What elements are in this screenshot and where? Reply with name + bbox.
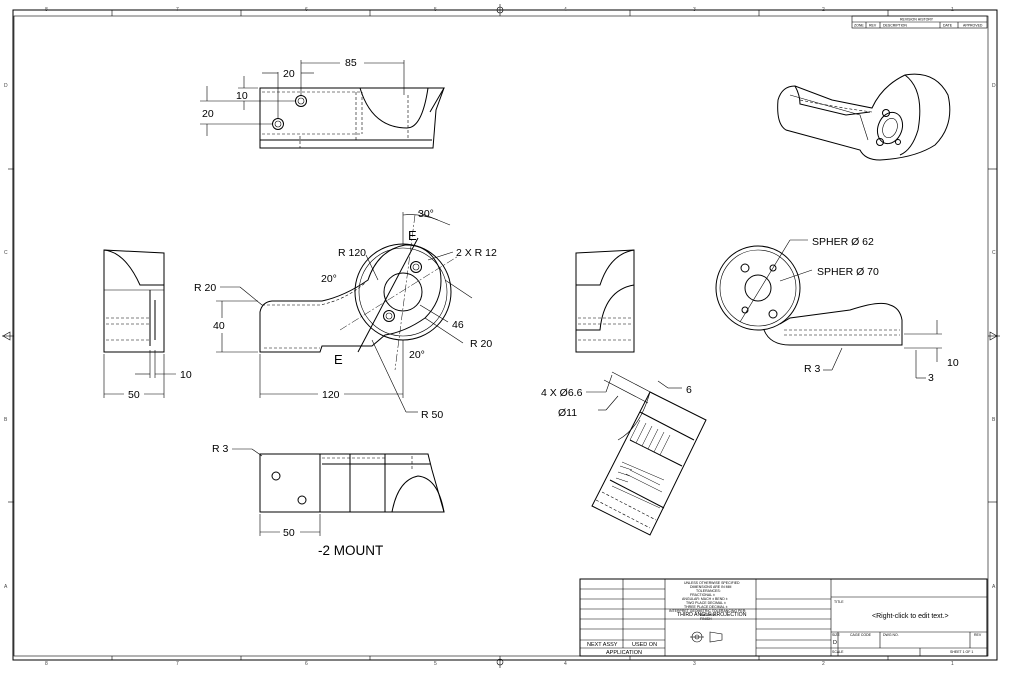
revision-block: REVISION HISTORY ZONE REV DESCRIPTION DA… — [851, 15, 988, 29]
zone-top-3: 3 — [693, 7, 696, 13]
tol-line-9: MATERIAL — [700, 613, 717, 617]
tol-line-4: FRACTIONAL ± — [690, 593, 715, 597]
zone-left-a: A — [4, 584, 8, 590]
revision-col-rev: REV — [869, 24, 877, 28]
bottom-view: R 3 50 — [212, 443, 445, 539]
zone-bottom-1: 1 — [951, 661, 954, 667]
title-edit-text[interactable]: <Right-click to edit text.> — [872, 613, 949, 620]
title-block: UNLESS OTHERWISE SPECIFIED DIMENSIONS AR… — [579, 578, 988, 657]
dim-r20-left: R 20 — [194, 282, 216, 294]
dim-10-left: 10 — [180, 369, 192, 381]
next-assy-label: NEXT ASSY — [587, 642, 618, 648]
dim-r50: R 50 — [421, 409, 443, 421]
revision-col-approved: APPROVED — [963, 24, 983, 28]
dwg-no-label: DWG NO. — [883, 633, 899, 637]
left-view: 50 10 — [103, 249, 192, 401]
tol-line-3: TOLERANCES: — [696, 589, 721, 593]
dim-10: 10 — [236, 90, 248, 102]
dim-20-vertical: 20 — [202, 108, 214, 120]
zone-right-b: B — [992, 417, 996, 423]
dim-r120: R 120 — [338, 247, 366, 259]
zone-top-2: 2 — [822, 7, 825, 13]
dim-spher-70: SPHER Ø 70 — [817, 266, 879, 278]
zone-bottom-2: 2 — [822, 661, 825, 667]
zone-bottom-3: 3 — [693, 661, 696, 667]
side-view-right — [575, 249, 635, 353]
dim-10-right: 10 — [947, 357, 959, 369]
used-on-label: USED ON — [632, 642, 657, 648]
part-label: -2 MOUNT — [318, 543, 383, 558]
dim-46: 46 — [452, 319, 464, 331]
outer-border — [12, 9, 998, 661]
dim-spher-62: SPHER Ø 62 — [812, 236, 874, 248]
dim-d11: Ø11 — [558, 407, 577, 419]
tol-line-8: INTERPRET GEOMETRIC TOLERANCING PER: — [669, 609, 746, 613]
top-view: 85 20 10 20 — [200, 57, 445, 149]
zone-top-6: 6 — [305, 7, 308, 13]
dim-4x-d66: 4 X Ø6.6 — [541, 387, 583, 399]
dim-40: 40 — [213, 320, 225, 332]
zone-top-7: 7 — [176, 7, 179, 13]
front-view: E E 30° 2 X R 12 R 120 20° R 20 40 46 R … — [194, 208, 497, 421]
zone-left-b: B — [4, 417, 8, 423]
zone-left-c: C — [4, 250, 8, 256]
zone-top-5: 5 — [434, 7, 437, 13]
right-view: SPHER Ø 62 SPHER Ø 70 R 3 10 3 — [715, 236, 959, 384]
isometric-view — [777, 73, 951, 161]
dim-r3-bottom: R 3 — [212, 443, 229, 455]
dim-20-deg-right: 20° — [409, 349, 425, 361]
projection-label: THIRD ANGLE PROJECTION — [677, 612, 747, 618]
revision-col-description: DESCRIPTION — [883, 24, 907, 28]
zone-bottom-5: 5 — [434, 661, 437, 667]
dim-20-deg-left: 20° — [321, 273, 337, 285]
projection-icon — [690, 631, 723, 643]
zone-bottom-7: 7 — [176, 661, 179, 667]
zone-left-d: D — [4, 83, 8, 89]
dim-2x-r12: 2 X R 12 — [456, 247, 497, 259]
dim-6: 6 — [686, 384, 692, 396]
zone-right-c: C — [992, 250, 996, 256]
zone-top-4: 4 — [564, 7, 567, 13]
revision-title: REVISION HISTORY — [900, 18, 934, 22]
revision-col-date: DATE — [943, 24, 953, 28]
revision-col-zone: ZONE — [854, 24, 864, 28]
dim-r20-right: R 20 — [470, 338, 492, 350]
cage-code-label: CAGE CODE — [850, 633, 872, 637]
tol-line-7: THREE PLACE DECIMAL ± — [684, 605, 728, 609]
dim-20-horizontal: 20 — [283, 68, 295, 80]
zone-top-8: 8 — [45, 7, 48, 13]
dim-120: 120 — [322, 389, 340, 401]
rev-label: REV — [974, 633, 982, 637]
zone-bottom-4: 4 — [564, 661, 567, 667]
dim-50-bottom: 50 — [283, 527, 295, 539]
dim-3-right: 3 — [928, 372, 934, 384]
section-view: 4 X Ø6.6 6 Ø11 — [541, 371, 707, 536]
inner-border — [13, 15, 989, 657]
size-label: SIZE — [832, 633, 840, 637]
zone-right-d: D — [992, 83, 996, 89]
application-label: APPLICATION — [606, 650, 642, 656]
dim-50-left: 50 — [128, 389, 140, 401]
sheet-label: SHEET 1 OF 1 — [950, 650, 973, 654]
dim-30-deg: 30° — [418, 208, 434, 220]
dim-85: 85 — [345, 57, 357, 69]
size-value: D — [833, 640, 837, 646]
section-mark-e-top: E — [408, 228, 417, 243]
tol-line-2: DIMENSIONS ARE IN MM — [690, 585, 732, 589]
tol-line-5: ANGULAR: MACH ± BEND ± — [682, 597, 728, 601]
zone-top-1: 1 — [951, 7, 954, 13]
zone-bottom-8: 8 — [45, 661, 48, 667]
dim-r3-right: R 3 — [804, 363, 821, 375]
tol-line-1: UNLESS OTHERWISE SPECIFIED — [684, 581, 740, 585]
section-mark-e-bottom: E — [334, 352, 343, 367]
tol-line-6: TWO PLACE DECIMAL ± — [686, 601, 726, 605]
zone-right-a: A — [992, 584, 996, 590]
tol-line-10: FINISH — [700, 617, 712, 621]
scale-label: SCALE — [832, 650, 844, 654]
zone-ticks — [8, 10, 997, 660]
center-marks — [2, 4, 1000, 668]
title-label: TITLE — [834, 600, 844, 604]
zone-bottom-6: 6 — [305, 661, 308, 667]
